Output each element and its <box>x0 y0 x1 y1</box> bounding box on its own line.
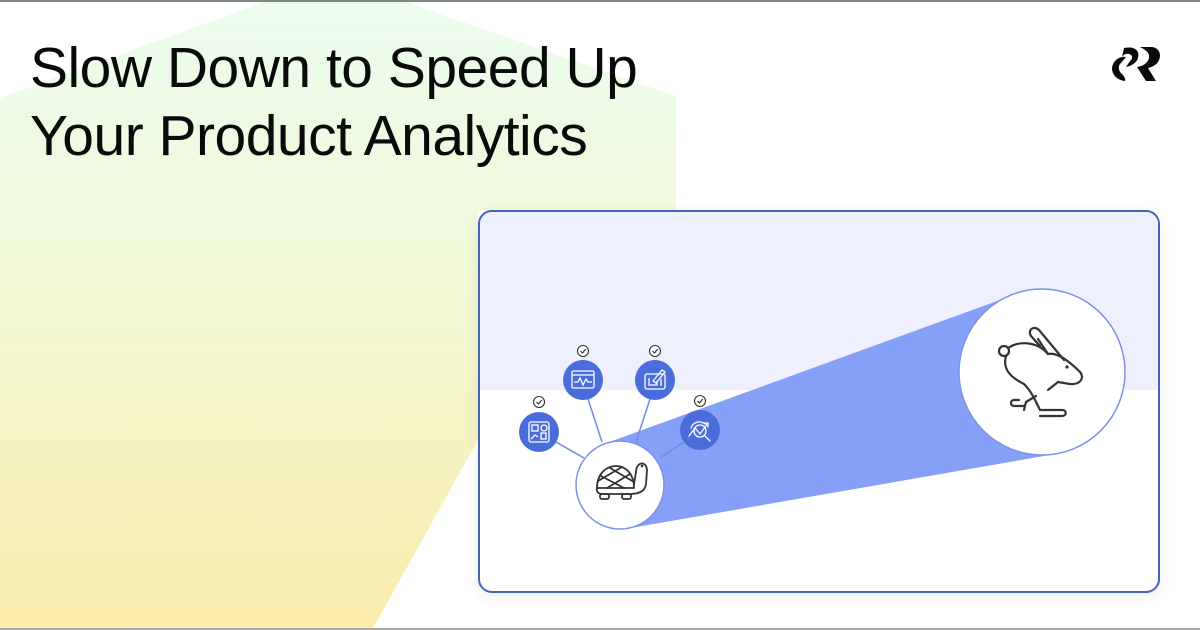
check-icon <box>693 394 707 408</box>
node-dashboard <box>519 395 559 452</box>
node-monitor-chart <box>563 344 603 400</box>
design-tools-icon <box>644 369 666 390</box>
speed-beam <box>612 289 1050 529</box>
dashboard-icon <box>528 421 550 443</box>
check-icon <box>576 344 590 358</box>
title-line-1: Slow Down to Speed Up <box>30 36 638 100</box>
rabbit-icon <box>997 326 1084 418</box>
trend-search-icon <box>688 421 711 442</box>
check-icon <box>532 395 546 409</box>
turtle-circle <box>575 440 665 530</box>
brand-logo-icon <box>1112 47 1160 81</box>
monitor-chart-icon <box>571 370 595 389</box>
node-design-tools <box>635 344 675 400</box>
node-trend-search <box>680 394 720 450</box>
check-icon <box>648 344 662 358</box>
page-title: Slow Down to Speed Up Your Product Analy… <box>30 34 638 170</box>
rabbit-circle <box>958 288 1126 456</box>
title-line-2: Your Product Analytics <box>30 104 588 168</box>
turtle-icon <box>595 462 648 500</box>
